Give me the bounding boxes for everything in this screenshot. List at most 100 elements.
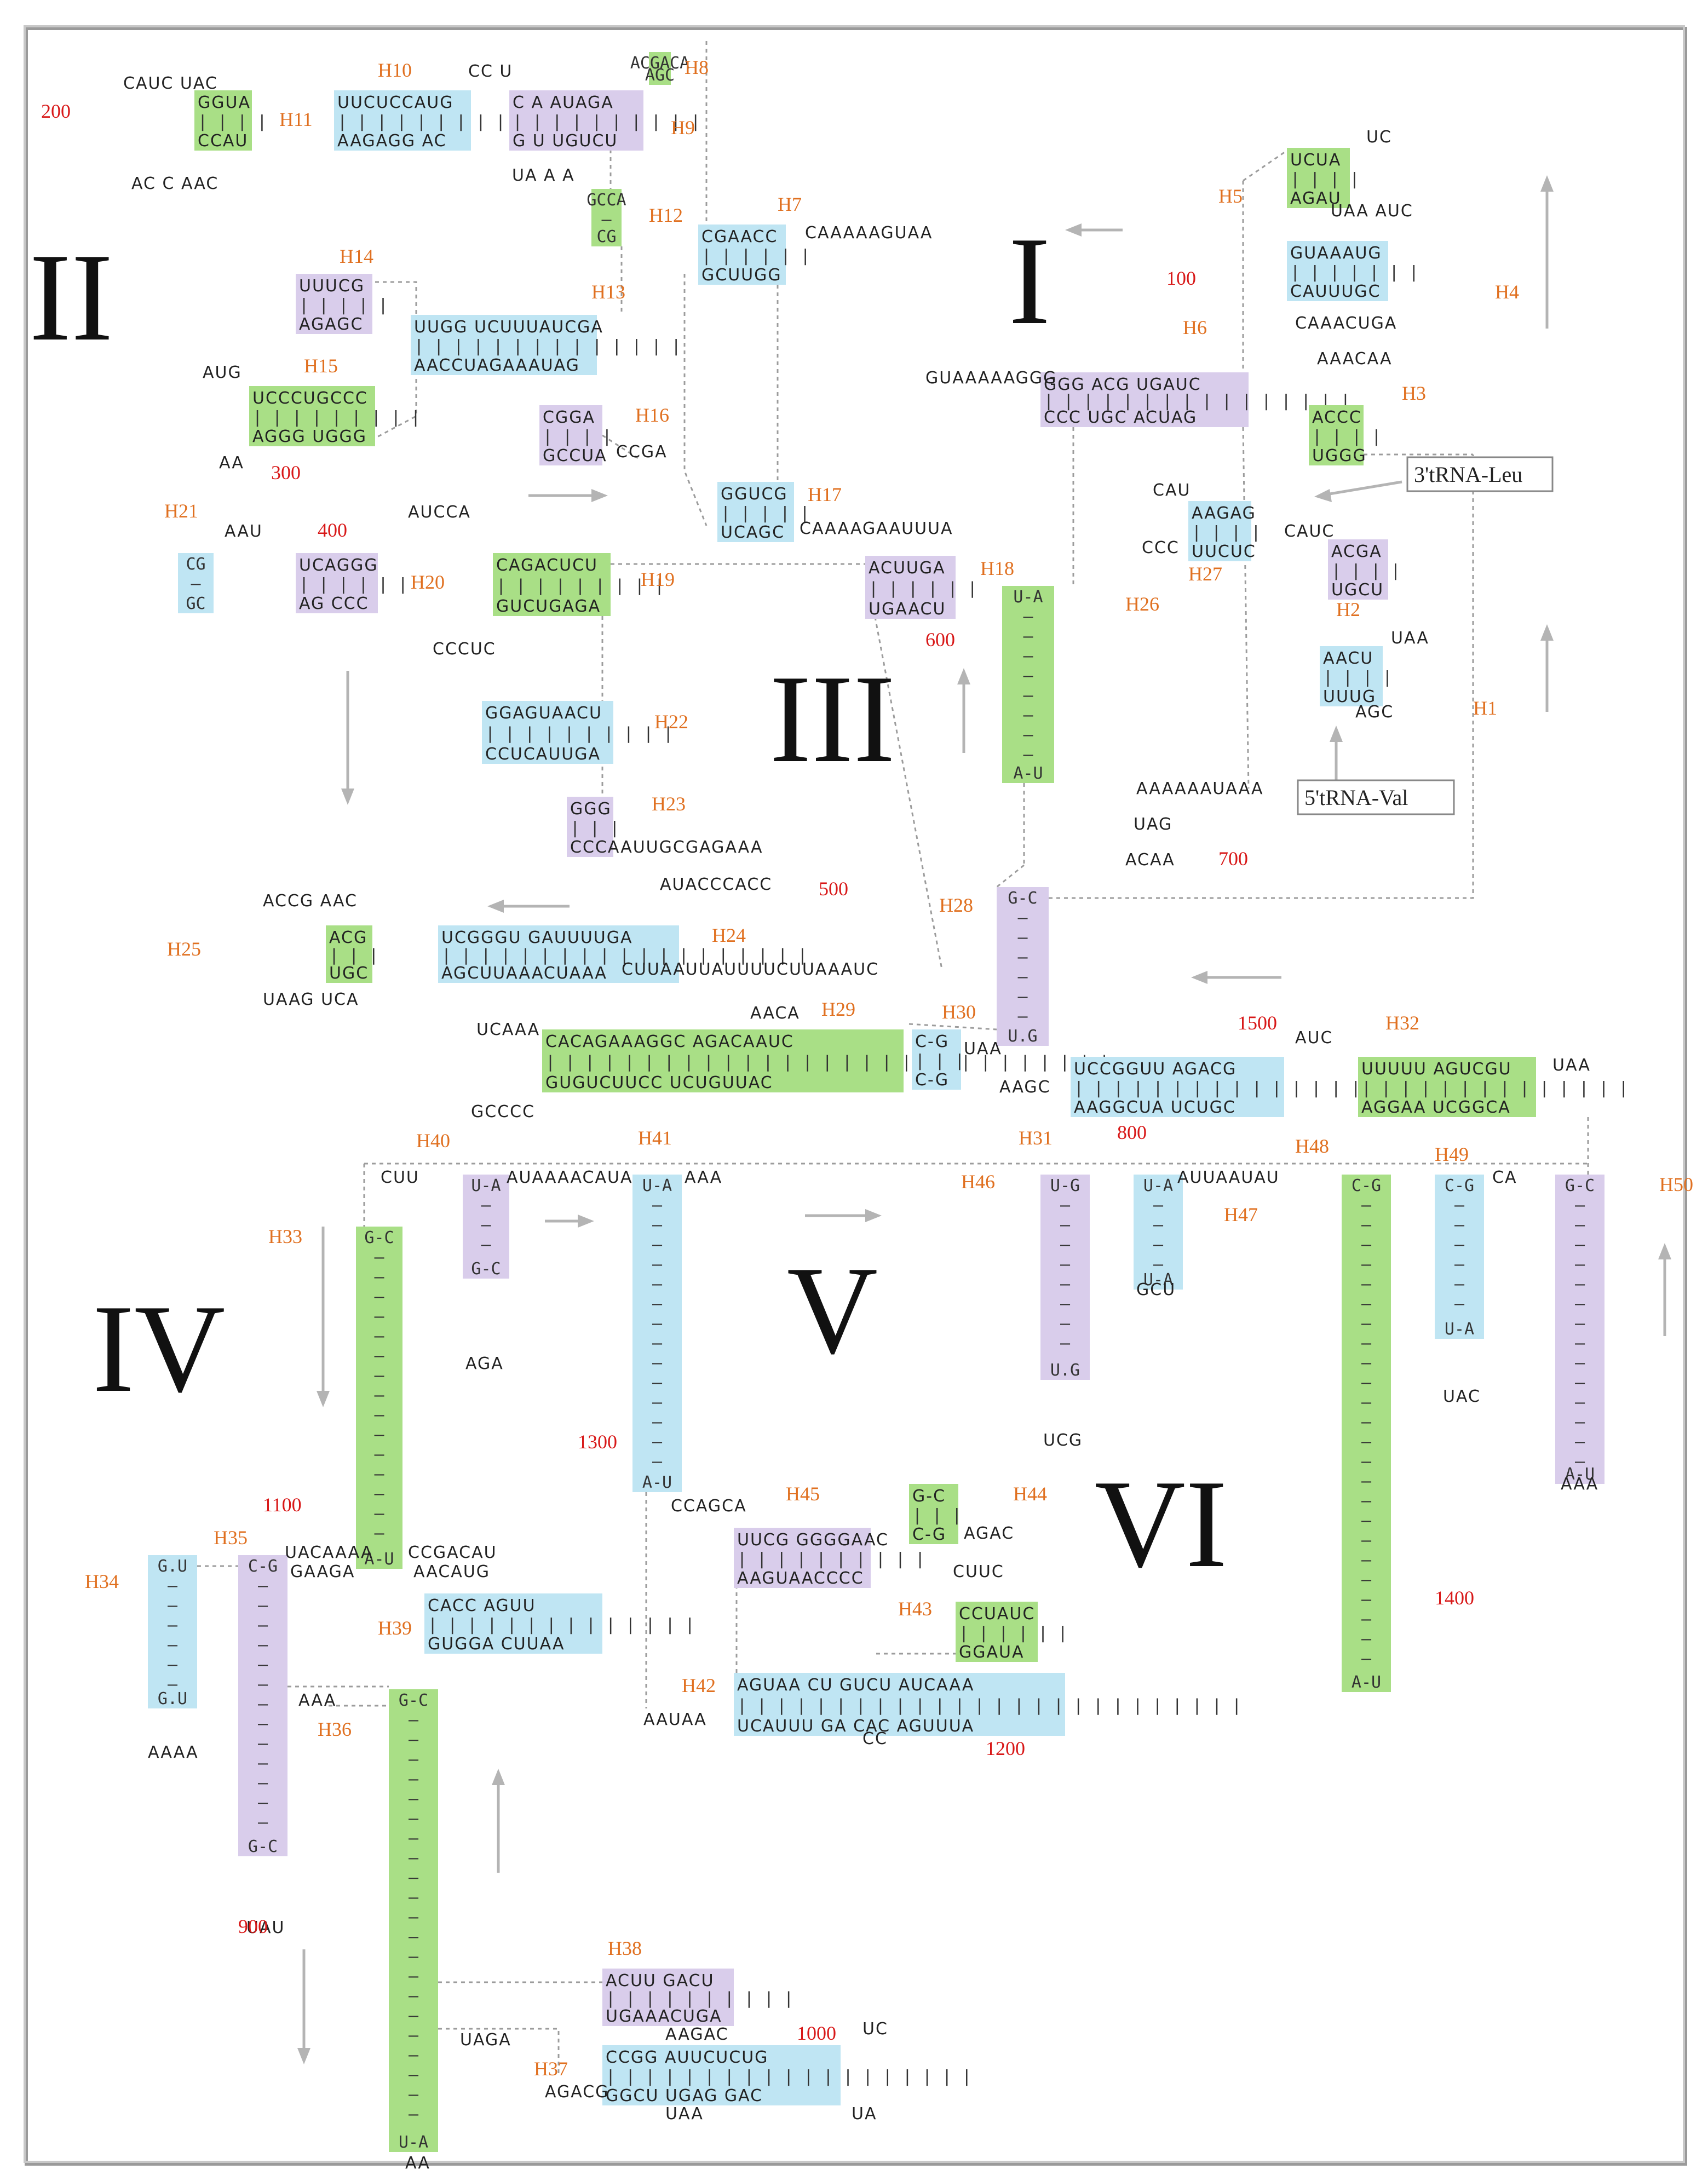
stem-pair-line: – [258, 1596, 268, 1615]
stem-pair-line: – [652, 1334, 663, 1353]
stem-top-strand: GGUA [198, 93, 251, 112]
stem-bond-marks: | | | [912, 1506, 962, 1525]
stem-top-pair: C-G [1352, 1176, 1381, 1195]
stem-pair-line: – [481, 1216, 491, 1235]
loop-sequence: CC [862, 1729, 888, 1748]
stem-pair-line: – [374, 1268, 384, 1287]
helix-stem: C-G––––––U-A [1435, 1175, 1484, 1339]
loop-sequence: AUCCA [408, 503, 471, 522]
stem-top-strand: G-C [912, 1487, 946, 1506]
stem-pair-line: – [1575, 1255, 1585, 1274]
loop-sequence: UAA [1552, 1056, 1591, 1075]
trna-label: 5'tRNA-Val [1304, 785, 1408, 810]
stem-pair-line: – [1060, 1334, 1071, 1353]
stem-pair-line: – [1153, 1196, 1164, 1215]
position-number: 1100 [263, 1494, 302, 1516]
stem-highlight [326, 925, 372, 983]
loop-sequence: CCCUC [433, 640, 496, 659]
stem-top-strand: ACG [329, 928, 367, 947]
stem-top-strand: CGAACC [701, 227, 778, 246]
stem-highlight [734, 1673, 1065, 1736]
stem-top-strand: UCGGGU GAUUUUGA [441, 928, 633, 947]
helix-stem: CGGA| | | |GCCUA [539, 405, 612, 465]
stem-bottom-pair: G-C [471, 1259, 501, 1279]
position-number: 200 [41, 100, 71, 122]
stem-pair-line: – [374, 1327, 384, 1346]
stem-pair-line: – [1361, 1216, 1372, 1235]
loop-sequence: CAAAAGAAUUUA [800, 519, 953, 538]
stem-top-pair: U-A [471, 1176, 501, 1195]
stem-top-strand: AAGAG [1192, 504, 1256, 523]
stem-bottom-pair: GC [186, 594, 205, 613]
stem-highlight [912, 1029, 961, 1090]
stem-top-pair: C-G [248, 1557, 278, 1576]
helix-stem: AACU| | | |UUUG [1320, 646, 1392, 706]
position-number: 400 [318, 519, 347, 541]
stem-pair-line: – [1361, 1235, 1372, 1254]
stem-pair-line: – [652, 1294, 663, 1314]
stem-top-strand: UUCG GGGGAAC [737, 1530, 889, 1550]
loop-sequence: UCG [1043, 1431, 1083, 1450]
helix-stem: GGG ACG UGAUC| | | | | | | | | | | | | |… [1040, 372, 1350, 427]
loop-sequence: AUAAAACAUA [507, 1168, 633, 1187]
stem-pair-line: – [1017, 968, 1028, 987]
stem-top-strand: CGGA [543, 408, 595, 427]
stem-pair-line: – [258, 1576, 268, 1596]
helix-label-h48: H48 [1295, 1135, 1329, 1157]
helix-stem: U-A–––G-C [463, 1175, 509, 1279]
stem-pair-line: – [258, 1793, 268, 1812]
stem-bottom-strand: AGGG UGGG [252, 427, 367, 446]
helix-stem: UUUUU AGUCGU| | | | | | | | | | | | | |A… [1358, 1057, 1629, 1117]
loop-sequence: GUAAAAAGGG [925, 369, 1057, 388]
stem-pair-line: – [374, 1248, 384, 1267]
helix-label-h23: H23 [652, 793, 686, 815]
helix-stem: U-A––––U-A [1134, 1175, 1183, 1290]
stem-pair-line: – [1361, 1551, 1372, 1570]
stem-highlight [865, 556, 956, 619]
stem-pair-line: – [1060, 1196, 1071, 1215]
helix-label-h49: H49 [1435, 1143, 1469, 1165]
helix-stem: G-C| | |C-G [909, 1484, 962, 1544]
loop-sequence: AACA [750, 1004, 800, 1023]
stem-pair-line: – [1017, 948, 1028, 967]
stem-bottom-pair: U-A [1445, 1320, 1474, 1339]
loop-sequence: ACAA [1125, 850, 1175, 870]
loop-sequence: AAUAA [643, 1710, 707, 1729]
loop-sequence: UCAAA [476, 1020, 540, 1039]
stem-bond-marks: | | | | [543, 427, 612, 446]
stem-pair-line: – [1361, 1432, 1372, 1452]
stem-bottom-strand: AGGAA UCGGCA [1361, 1098, 1511, 1117]
stem-pair-line: – [1361, 1452, 1372, 1471]
stem-bottom-pair: G.U [158, 1689, 187, 1708]
helix-label-h30: H30 [942, 1001, 976, 1023]
loop-sequence: UACAAAA [285, 1543, 373, 1562]
stem-highlight [356, 1227, 402, 1569]
helix-label-h27: H27 [1188, 563, 1222, 585]
helix-stem: UUCUCCAUG| | | | | | | | | |AAGAGG AC [334, 90, 525, 151]
stem-pair-line: – [1023, 627, 1033, 646]
loop-sequence: CAAAAAGUAA [805, 223, 933, 243]
stem-pair-line: – [1023, 686, 1033, 705]
stem-pair-line: – [1361, 1413, 1372, 1432]
stem-pair-line: – [1575, 1196, 1585, 1215]
stem-pair-line: – [409, 2105, 419, 2124]
stem-pair-line: – [258, 1734, 268, 1753]
loop-sequence: CCGA [616, 442, 668, 462]
stem-top-strand: UUGG UCUUUAUCGA [414, 318, 603, 337]
helix-label-h17: H17 [808, 484, 842, 505]
helix-label-h34: H34 [85, 1570, 119, 1592]
stem-bond-marks: | | | | | | | | | | | | | | [414, 337, 681, 356]
stem-pair-line: – [652, 1216, 663, 1235]
loop-sequence: UAU [246, 1918, 285, 1937]
loop-sequence: UA [852, 2104, 877, 2124]
helix-stem: CCUAUC| | | | | |GGAUA [956, 1602, 1068, 1662]
stem-pair-line: – [258, 1655, 268, 1674]
loop-sequence: UAG [1134, 815, 1172, 834]
stem-highlight [956, 1602, 1038, 1662]
stem-highlight [411, 315, 597, 375]
stem-highlight [1188, 501, 1251, 561]
helix-label-h40: H40 [416, 1130, 450, 1152]
stem-pair-line: – [374, 1307, 384, 1326]
stem-pair-line: – [374, 1366, 384, 1385]
